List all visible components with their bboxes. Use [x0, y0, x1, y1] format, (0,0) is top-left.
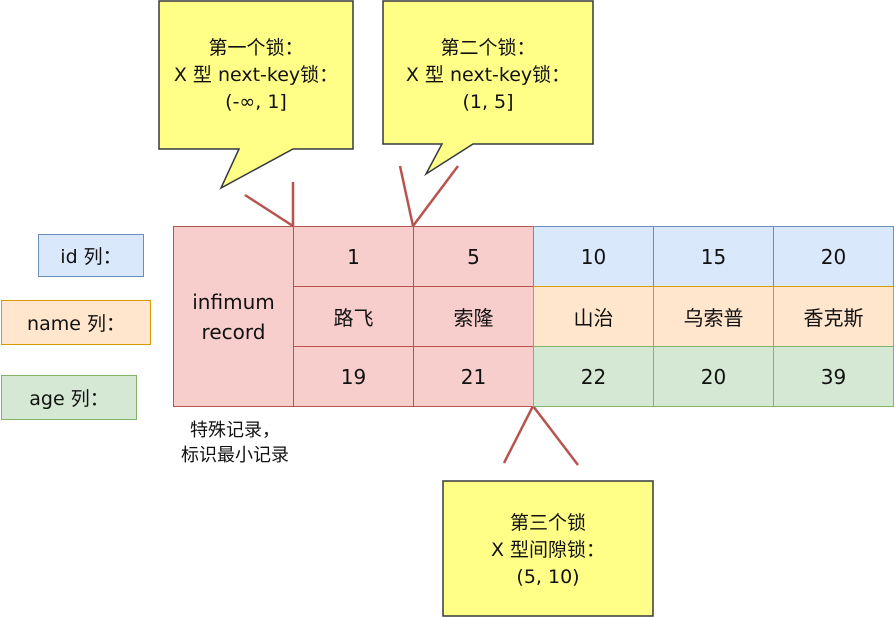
record-4-age: 20: [653, 346, 774, 407]
id-row-label: id 列：: [38, 234, 144, 277]
record-5-age: 39: [773, 346, 894, 407]
record-2-name: 索隆: [413, 286, 534, 347]
record-3-id: 10: [533, 226, 654, 287]
callout-2-line3: (1, 5]: [462, 90, 514, 113]
record-2-age: 21: [413, 346, 534, 407]
record-1-id: 1: [293, 226, 414, 287]
infimum-caption-line2: 标识最小记录: [181, 445, 289, 466]
callout-1-line1: 第一个锁：: [208, 36, 304, 59]
infimum-caption-line1: 特殊记录，: [190, 420, 280, 441]
record-2-id-text: 5: [467, 244, 480, 269]
callout-1-bubble: [158, 0, 354, 190]
record-3-name: 山治: [533, 286, 654, 347]
record-4-id-text: 15: [700, 244, 727, 269]
callout-3-line2: X 型间隙锁：: [490, 538, 606, 561]
record-2-name-text: 索隆: [453, 306, 494, 330]
callout-1-text: 第一个锁： X 型 next-key锁： (-∞, 1]: [159, 28, 353, 122]
record-5-age-text: 39: [820, 364, 847, 389]
record-1-name: 路飞: [293, 286, 414, 347]
record-4-id: 15: [653, 226, 774, 287]
callout-2-text: 第二个锁： X 型 next-key锁： (1, 5]: [383, 28, 593, 122]
record-4-age-text: 20: [700, 364, 727, 389]
callout-2-line1: 第二个锁：: [440, 36, 536, 59]
record-4-name: 乌索普: [653, 286, 774, 347]
name-row-label: name 列：: [1, 300, 151, 345]
callout-2-bubble: [382, 0, 594, 177]
callout-3-line3: (5, 10): [516, 565, 580, 588]
record-3-id-text: 10: [580, 244, 607, 269]
record-5-id-text: 20: [820, 244, 847, 269]
callout-3-text: 第三个锁 X 型间隙锁： (5, 10): [443, 503, 653, 597]
record-1-age-text: 19: [340, 364, 367, 389]
callout-1-line3: (-∞, 1]: [225, 90, 287, 113]
callout-3-bubble: [442, 480, 654, 617]
record-3-age: 22: [533, 346, 654, 407]
pointer-1: [244, 182, 295, 229]
record-1-age: 19: [293, 346, 414, 407]
infimum-record: infimum record: [173, 226, 294, 407]
record-1-name-text: 路飞: [333, 306, 374, 330]
record-3-name-text: 山治: [573, 306, 614, 330]
name-row-label-text: name 列：: [27, 313, 125, 335]
callout-2-line2: X 型 next-key锁：: [405, 63, 571, 86]
pointer-2: [398, 165, 459, 229]
record-5-name-text: 香克斯: [803, 306, 864, 330]
record-3-age-text: 22: [580, 364, 607, 389]
id-row-label-text: id 列：: [60, 246, 122, 268]
infimum-line1: infimum: [192, 289, 275, 314]
infimum-line2: record: [201, 319, 266, 344]
record-4-name-text: 乌索普: [683, 306, 744, 330]
pointer-3: [502, 403, 579, 466]
callout-3-line1: 第三个锁: [509, 511, 586, 534]
record-5-id: 20: [773, 226, 894, 287]
record-2-age-text: 21: [460, 364, 487, 389]
callout-1-line2: X 型 next-key锁：: [173, 63, 339, 86]
age-row-label: age 列：: [1, 375, 137, 420]
record-5-name: 香克斯: [773, 286, 894, 347]
record-2-id: 5: [413, 226, 534, 287]
infimum-caption: 特殊记录， 标识最小记录: [160, 418, 310, 468]
age-row-label-text: age 列：: [29, 388, 109, 410]
record-1-id-text: 1: [347, 244, 360, 269]
